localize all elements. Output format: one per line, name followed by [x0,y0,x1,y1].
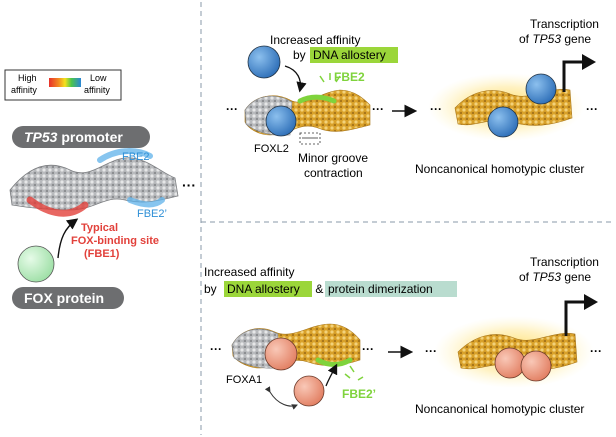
bottom-cluster-left-ellipsis: ··· [425,344,437,358]
bottom-left-ellipsis: ··· [210,342,222,356]
fbe2-highlight [97,148,153,163]
bottom-transcription-l1: Transcription [530,255,599,269]
svg-text:TP53 promoter: TP53 promoter [24,129,123,145]
legend-low-l1: Low [90,73,107,83]
top-right-ellipsis: ··· [372,102,384,116]
top-cluster-protein-1 [487,106,519,138]
bottom-binding-arrow [325,363,338,387]
top-cluster-right-ellipsis: ··· [586,102,598,116]
fox-protein-circle [17,245,55,283]
top-fbe2-sparkle [319,73,341,83]
top-foxl2-label: FOXL2 [254,143,289,155]
fox-protein-pill: FOX protein [12,287,124,309]
bottom-fbe2-sparkle [344,365,364,381]
top-fbe2-highlight [297,94,337,104]
typical-l1: Typical [81,222,118,234]
left-dna-helix [9,148,179,217]
typical-l3: (FBE1) [84,248,120,260]
bottom-dimerization-highlight [325,281,457,297]
bottom-cluster-protein-2 [520,350,552,382]
typical-l2: FOX-binding site [71,235,159,247]
top-fbe2-label: FBE2 [334,70,365,84]
bottom-cluster-right-ellipsis: ··· [590,344,602,358]
top-free-foxl2 [247,45,281,79]
bottom-dna-allostery-highlight [224,281,312,297]
top-bound-foxl2 [265,105,297,137]
top-transcription-l1: Transcription [530,17,599,31]
left-fbe2-prime-label: FBE2’ [137,208,167,220]
fbe1-highlight [26,196,89,217]
top-transcription-gene-rest: gene [561,32,591,46]
minor-groove-l1: Minor groove [298,151,368,165]
top-cluster-left-ellipsis: ··· [430,102,442,116]
bottom-transcription-arrow [564,300,586,336]
affinity-legend: High affinity Low affinity [4,69,122,101]
svg-text:of TP53 gene: of TP53 gene [519,32,591,46]
top-increased-affinity: Increased affinity [270,33,361,47]
top-dna-allostery: DNA allostery [313,48,386,62]
bottom-transcription-gene: TP53 [532,270,561,284]
top-transcription-arrow [562,60,584,92]
bottom-cluster-label: Noncanonical homotypic cluster [415,402,584,416]
legend-high-l2: affinity [11,85,37,95]
bottom-cluster-protein-1 [494,347,526,379]
minor-groove-l2: contraction [304,166,363,180]
left-fbe2-label: FBE2 [122,151,150,163]
legend-high-l1: High [18,73,37,83]
bottom-bound-foxa1 [264,337,298,371]
promoter-label-rest: promoter [57,129,123,145]
left-ellipsis: ··· [182,177,196,193]
top-binding-arrow [284,65,307,93]
bottom-dna-allostery: DNA allostery [227,282,300,296]
legend-low-l2: affinity [84,85,110,95]
fbe2-prime-highlight [127,197,165,208]
top-transcription-arrowhead [582,54,596,70]
bottom-left-dna [231,323,361,369]
top-dna-allostery-highlight [310,47,398,63]
dimerization-arrow [264,386,298,410]
promoter-label-gene: TP53 [24,129,58,145]
minor-groove-box [299,132,321,145]
top-by: by [293,48,306,62]
bottom-transcription-of: of [519,270,532,284]
top-transcription-gene: TP53 [532,32,561,46]
bottom-free-foxa1 [293,375,325,407]
bottom-right-ellipsis: ··· [362,342,374,356]
top-left-ellipsis: ··· [226,102,238,116]
promoter-pill: TP53 promoter [12,126,150,148]
legend-gradient-bar [49,78,81,87]
top-cluster-protein-2 [525,73,557,105]
svg-text:of TP53 gene: of TP53 gene [519,270,591,284]
bottom-amp: & [312,282,327,296]
top-left-dna [244,89,371,136]
top-cluster-label: Noncanonical homotypic cluster [415,162,584,176]
bottom-increased-affinity: Increased affinity [204,265,295,279]
bottom-foxa1-label: FOXA1 [226,374,262,386]
bottom-protein-dimerization: protein dimerization [328,282,433,296]
bottom-by: by [204,282,217,296]
fox-protein-label: FOX protein [24,290,104,306]
bottom-fbe2-prime-label: FBE2’ [342,387,376,401]
left-binding-arrow [57,218,79,259]
bottom-transcription-gene-rest: gene [561,270,591,284]
top-transcription-of: of [519,32,532,46]
bottom-transcription-arrowhead [584,294,598,310]
